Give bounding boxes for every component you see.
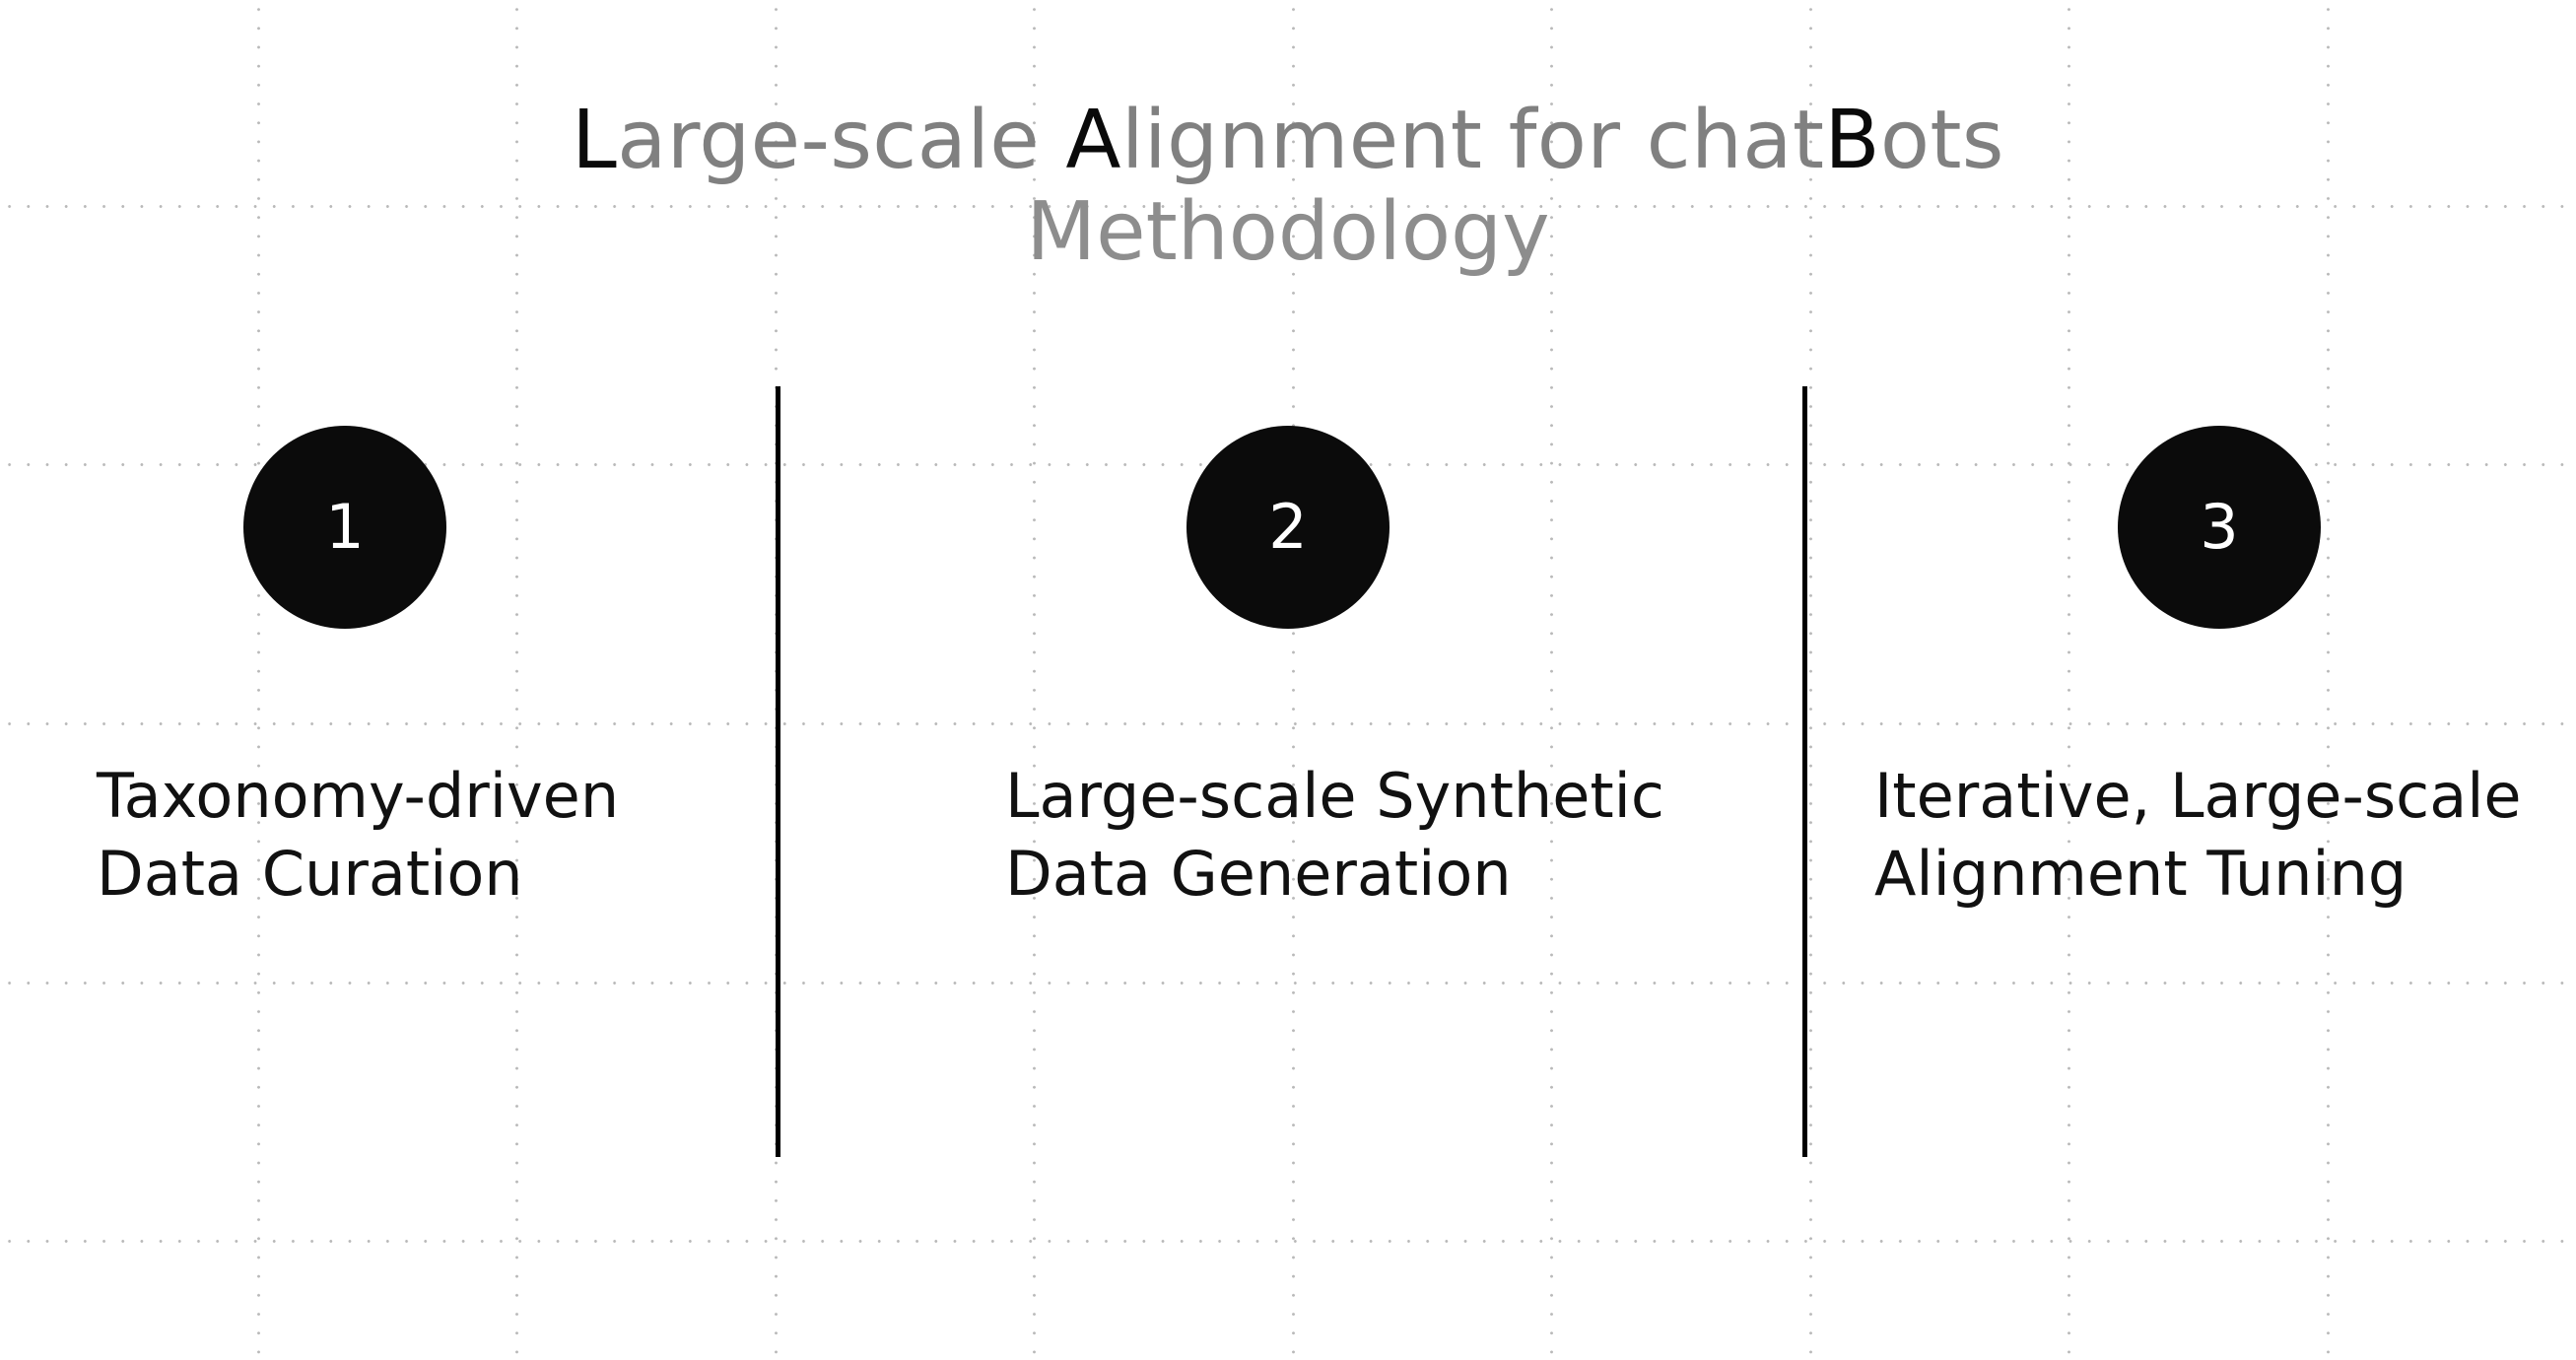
- step-number-1: 1: [325, 491, 365, 563]
- grid-line-horizontal: [0, 1240, 2576, 1243]
- title-block: Large-scale Alignment for chatBots Metho…: [0, 95, 2576, 279]
- step-badge-3: 3: [2118, 426, 2321, 629]
- title-segment-2: lignment for chat: [1120, 94, 1825, 187]
- grid-line-horizontal: [0, 982, 2576, 985]
- title-segment-1: arge-scale: [617, 94, 1066, 187]
- title-segment-3: ots: [1879, 94, 2004, 187]
- title-segment-L: L: [572, 94, 618, 187]
- step-label-3: Iterative, Large-scale Alignment Tuning: [1874, 760, 2522, 911]
- grid-line-horizontal: [0, 722, 2576, 725]
- step-badge-1: 1: [243, 426, 446, 629]
- column-divider-2: [1802, 386, 1807, 1157]
- step-number-2: 2: [1268, 491, 1308, 563]
- column-divider-1: [776, 386, 780, 1157]
- step-label-2: Large-scale Synthetic Data Generation: [1005, 760, 1664, 911]
- step-badge-2: 2: [1186, 426, 1390, 629]
- title-segment-B: B: [1824, 94, 1880, 187]
- title-segment-A: A: [1065, 94, 1121, 187]
- page-subtitle: Methodology: [1026, 185, 1550, 280]
- step-label-1: Taxonomy-driven Data Curation: [97, 760, 620, 911]
- step-number-3: 3: [2200, 491, 2239, 563]
- page-title: Large-scale Alignment for chatBots: [0, 95, 2576, 186]
